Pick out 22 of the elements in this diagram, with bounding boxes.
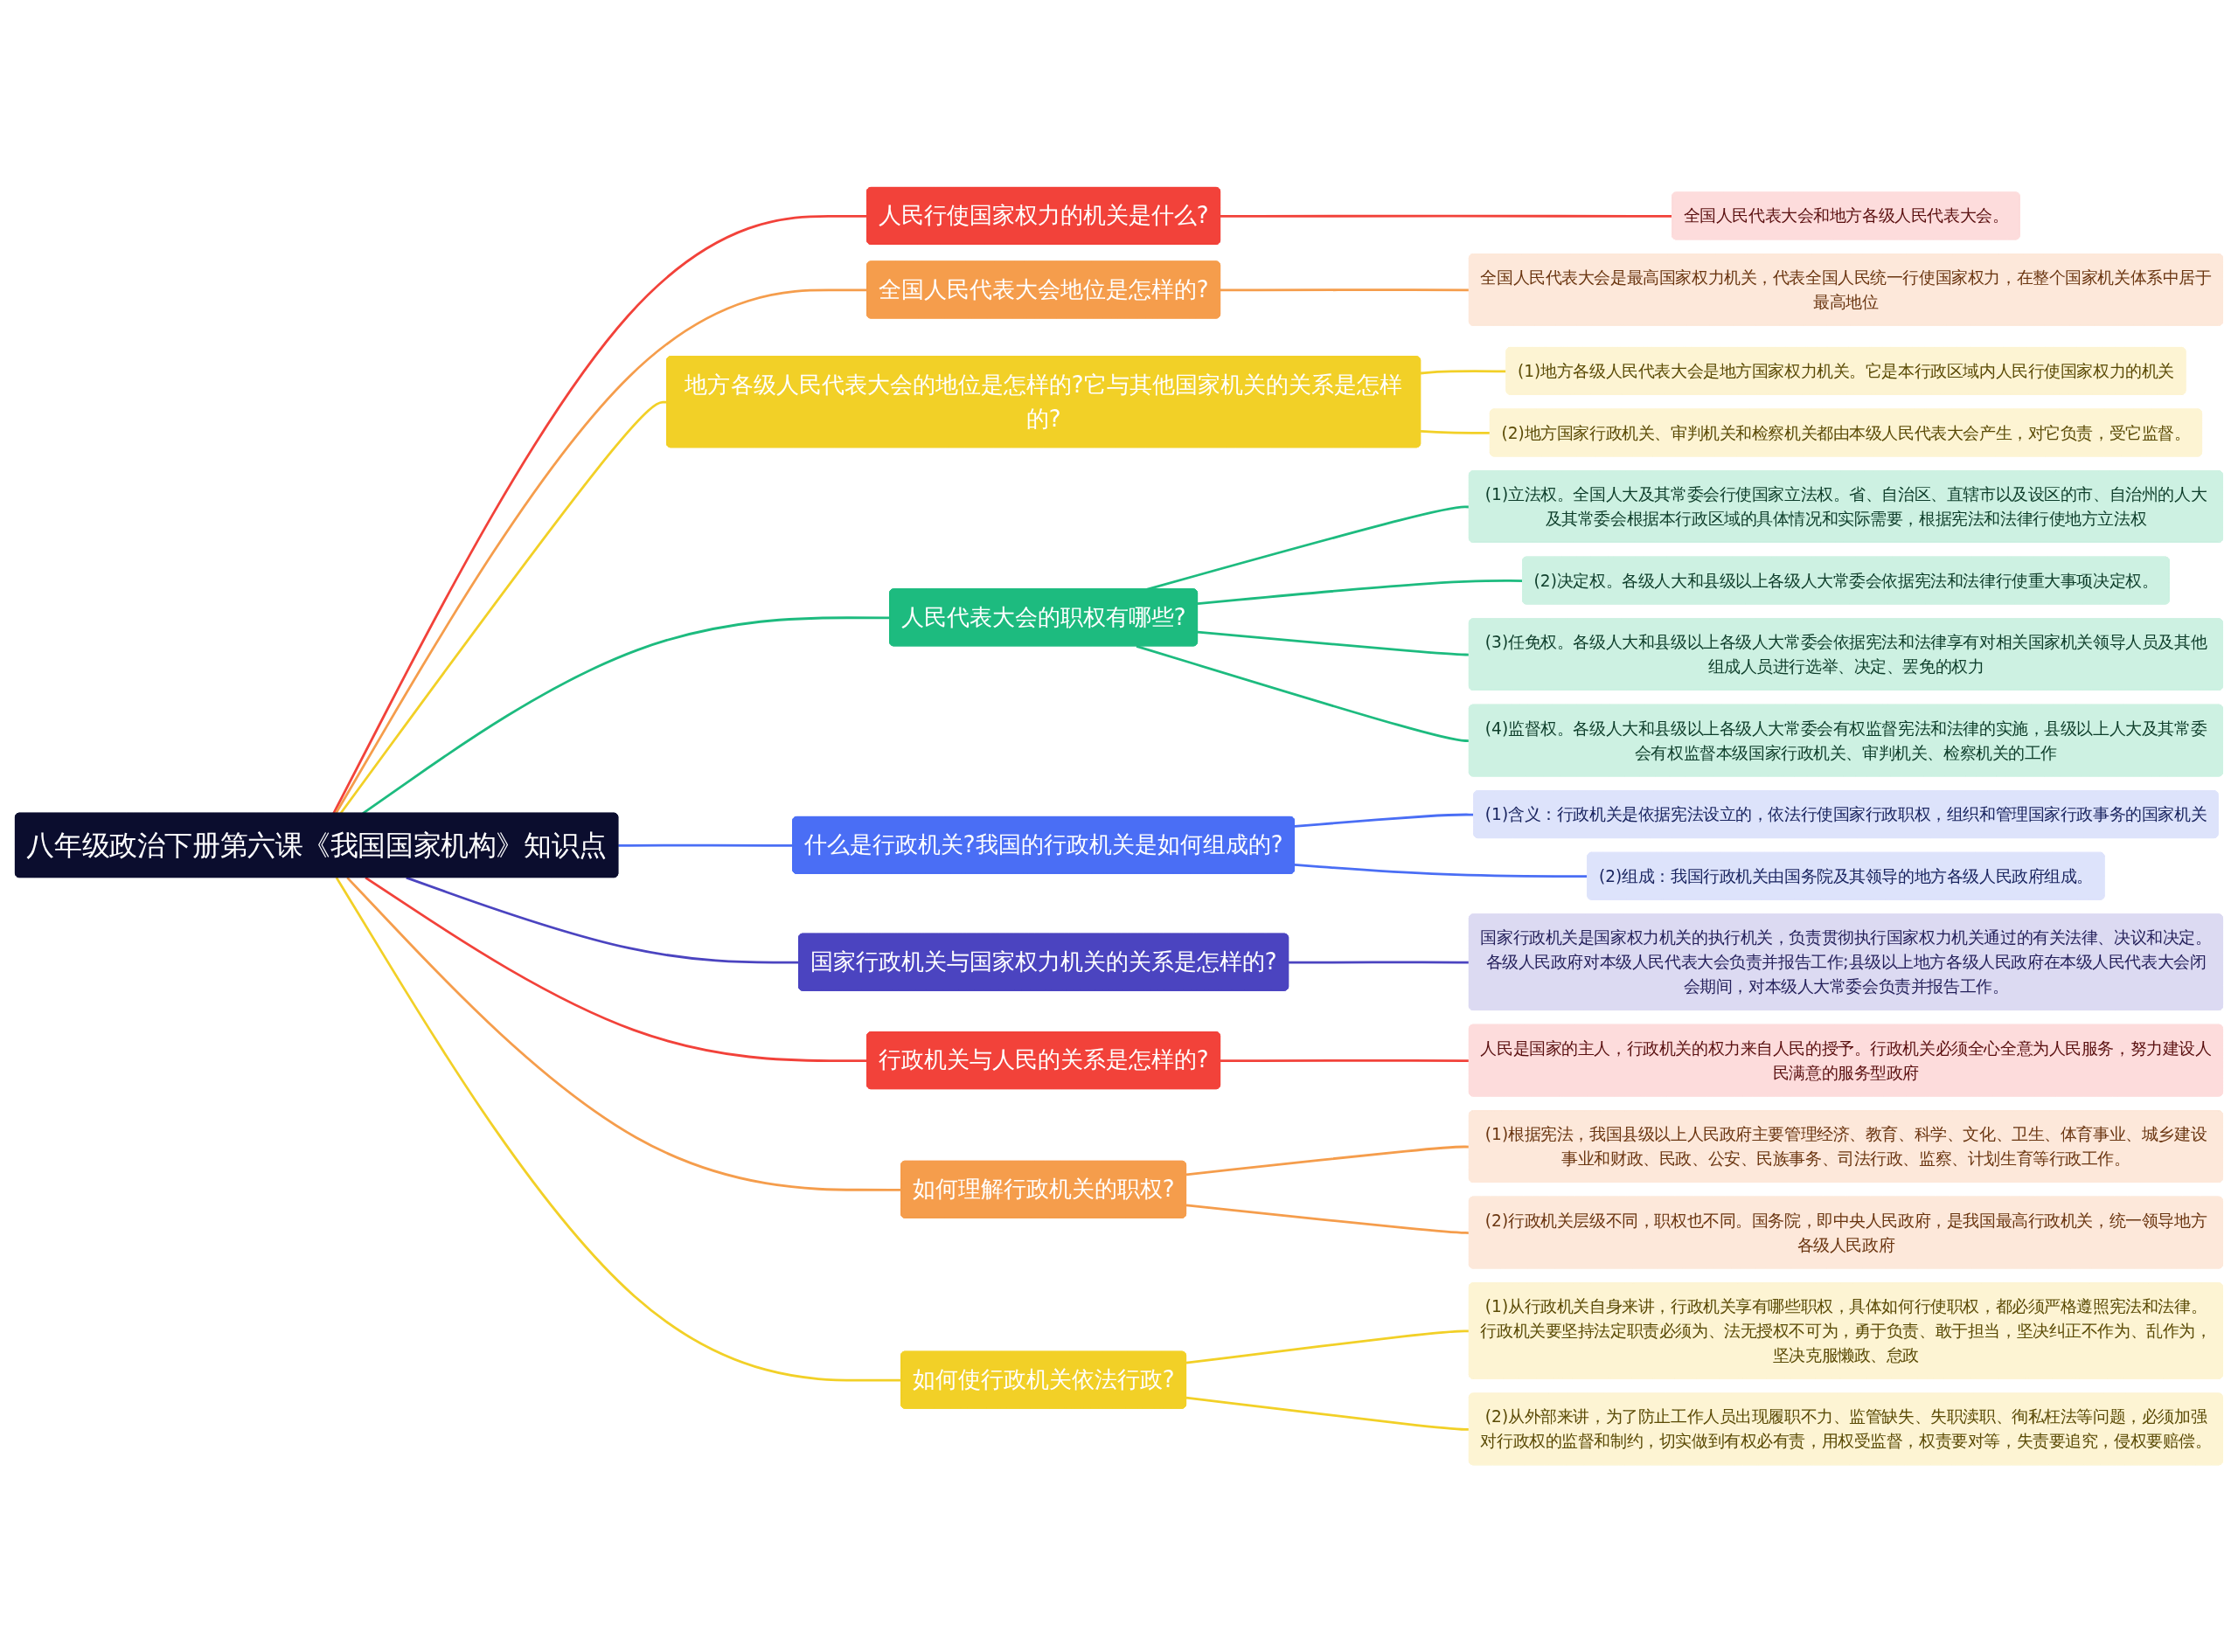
- connector: [1220, 214, 1673, 218]
- connector: [1220, 288, 1470, 292]
- connector: [1185, 1145, 1470, 1177]
- connector: [339, 400, 667, 815]
- connector: [1294, 863, 1588, 878]
- connector: [1197, 630, 1470, 656]
- connector: [1421, 370, 1507, 375]
- connector: [618, 843, 794, 847]
- connector: [1185, 1204, 1470, 1234]
- connector: [1220, 1059, 1470, 1062]
- connector: [1185, 1329, 1470, 1364]
- connector: [1197, 579, 1524, 605]
- connector: [1136, 644, 1470, 742]
- connector: [362, 616, 891, 815]
- connector: [346, 877, 902, 1191]
- connector: [406, 876, 800, 964]
- connector: [1289, 961, 1470, 964]
- connector: [335, 877, 902, 1382]
- connector: [1294, 813, 1475, 828]
- connector: [1421, 429, 1491, 434]
- connector: [1185, 1396, 1470, 1431]
- connector: [365, 876, 868, 1062]
